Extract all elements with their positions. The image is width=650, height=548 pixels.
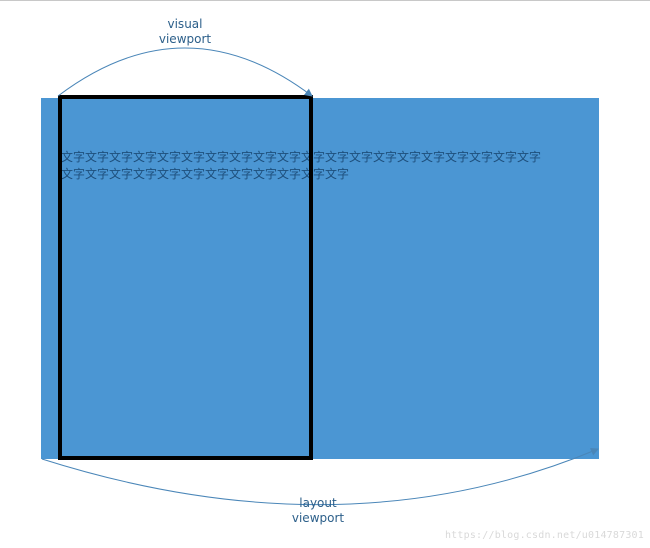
visual-viewport-frame <box>58 95 313 460</box>
filler-text-line-2: 文字文字文字文字文字文字文字文字文字文字文字文字 <box>61 167 350 181</box>
layout-viewport-caption-line-1: layout <box>299 496 337 510</box>
filler-text-line-1: 文字文字文字文字文字文字文字文字文字文字文字文字文字文字文字文字文字文字文字文字 <box>61 150 542 164</box>
visual-viewport-caption-line-2: viewport <box>158 32 212 46</box>
visual-viewport-caption: visual viewport <box>140 17 230 47</box>
layout-viewport-area <box>41 98 599 459</box>
layout-viewport-caption-line-2: viewport <box>291 511 345 525</box>
source-watermark: https://blog.csdn.net/u014787301 <box>444 530 644 541</box>
top-divider <box>0 0 650 1</box>
visual-viewport-width-arrow <box>57 47 313 97</box>
visual-viewport-caption-line-1: visual <box>167 17 203 31</box>
layout-viewport-caption: layout viewport <box>273 496 363 526</box>
filler-text-block: 文字文字文字文字文字文字文字文字文字文字文字文字文字文字文字文字文字文字文字文字… <box>61 149 561 183</box>
